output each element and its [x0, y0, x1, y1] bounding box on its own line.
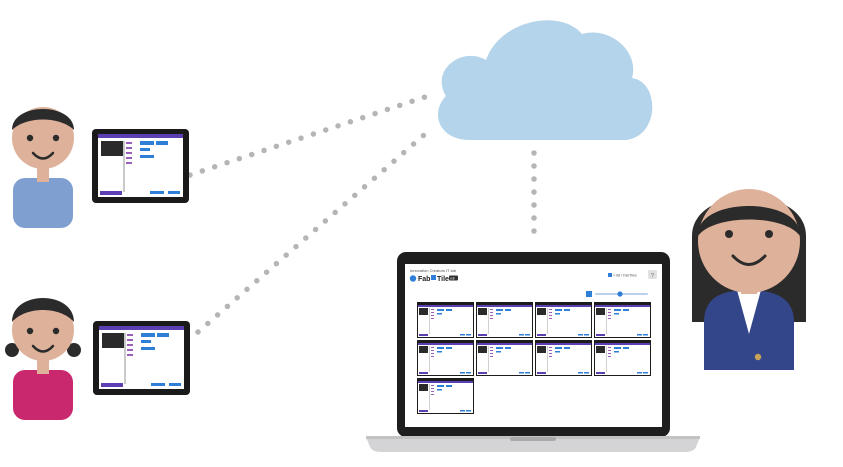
connection-lines [187, 94, 537, 335]
app-logo-tile: Tile [437, 276, 449, 283]
app-logo-icon [409, 275, 417, 282]
student-tile[interactable] [535, 340, 592, 376]
app-link-text[interactable]: + 08 / FabTiles [613, 274, 637, 278]
student-tile[interactable] [417, 302, 474, 338]
student-avatar-2 [5, 298, 81, 420]
student-tile[interactable] [594, 302, 651, 338]
connection-line-student1 [187, 94, 428, 178]
app-link-icon [608, 273, 612, 277]
teacher-avatar [692, 189, 806, 370]
laptop-device [366, 252, 700, 452]
help-button[interactable] [648, 270, 657, 279]
tablet-device-1 [92, 129, 189, 203]
student-tile[interactable] [417, 378, 474, 414]
cloud-icon [438, 20, 653, 140]
student-tile[interactable] [535, 302, 592, 338]
app-logo-fab: Fab [418, 276, 430, 283]
help-button-label: ? [651, 273, 655, 280]
student-tile[interactable] [476, 302, 533, 338]
student-tile[interactable] [417, 340, 474, 376]
tablet-device-2 [93, 321, 190, 395]
student-tile[interactable] [594, 340, 651, 376]
grid-view-icon[interactable] [586, 291, 592, 297]
app-version-badge: v.8 [450, 277, 455, 281]
student-avatar-1 [12, 107, 74, 228]
app-logo-grid-icon [431, 275, 436, 280]
student-tiles-grid [417, 302, 651, 414]
student-tile[interactable] [476, 340, 533, 376]
zoom-slider-handle[interactable] [617, 291, 623, 297]
app-subtitle: Innovation Creators IT lab [410, 268, 457, 273]
fabtile-app-header: Innovation Creators IT lab Fab Tile v.8 … [409, 268, 657, 297]
jacket-button-icon [754, 353, 762, 361]
connection-line-student2 [195, 125, 435, 335]
